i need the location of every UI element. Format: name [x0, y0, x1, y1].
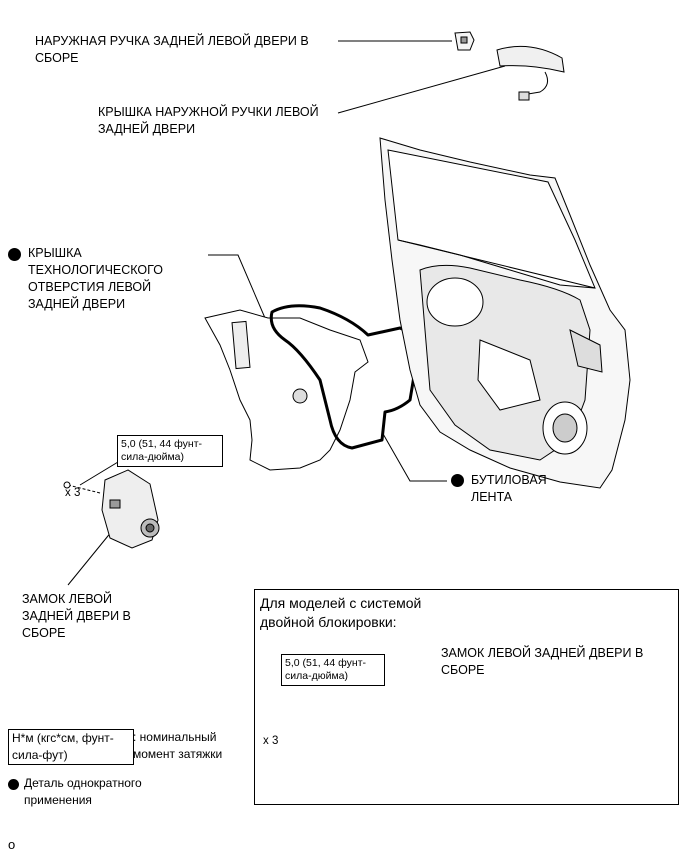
rear-door-frame: [379, 137, 631, 489]
bolt-count-1: x 3: [65, 487, 81, 499]
label-butyl-tape: БУТИЛОВАЯ ЛЕНТА: [471, 473, 547, 504]
outer-handle-part: [454, 31, 475, 51]
label-handle-cover: КРЫШКА НАРУЖНОЙ РУЧКИ ЛЕВОЙ ЗАДНЕЙ ДВЕРИ: [98, 105, 319, 136]
leader-butyl-tape: [381, 431, 447, 482]
leader-hole-cover: [208, 254, 266, 319]
double-lock-inset: [254, 589, 679, 805]
torque-box-1: 5,0 (51, 44 фунт- сила-дюйма): [117, 435, 223, 467]
inset-title: Для моделей с системой двойной блокировк…: [260, 595, 422, 630]
handle-cover-part: [496, 45, 565, 101]
legend-unit-desc: : номинальный момент затяжки: [133, 730, 223, 761]
label-outer-handle: НАРУЖНАЯ РУЧКА ЗАДНЕЙ ЛЕВОЙ ДВЕРИ В СБОР…: [35, 34, 309, 65]
label-lock-assembly: ЗАМОК ЛЕВОЙ ЗАДНЕЙ ДВЕРИ В СБОРЕ: [22, 592, 131, 640]
butyl-tape-outline: [269, 304, 417, 450]
legend-unit-box: Н*м (кгс*см, фунт- сила-фут): [8, 729, 134, 765]
leader-lock-1: [67, 530, 113, 586]
label-hole-cover: КРЫШКА ТЕХНОЛОГИЧЕСКОГО ОТВЕРСТИЯ ЛЕВОЙ …: [28, 246, 163, 311]
single-use-mark-2: [451, 474, 464, 487]
torque-box-2: 5,0 (51, 44 фунт- сила-дюйма): [281, 654, 385, 686]
inset-lock-label: ЗАМОК ЛЕВОЙ ЗАДНЕЙ ДВЕРИ В СБОРЕ: [441, 646, 644, 677]
legend-single-use: Деталь однократного применения: [24, 776, 142, 807]
leader-handle-cover: [337, 65, 506, 114]
bolt-count-2: x 3: [263, 735, 279, 747]
door-lock-part-1: [63, 469, 160, 549]
service-hole-cover: [204, 309, 369, 471]
footer-mark: o: [8, 837, 16, 852]
legend-single-use-dot: [8, 779, 19, 790]
single-use-mark-1: [8, 248, 21, 261]
